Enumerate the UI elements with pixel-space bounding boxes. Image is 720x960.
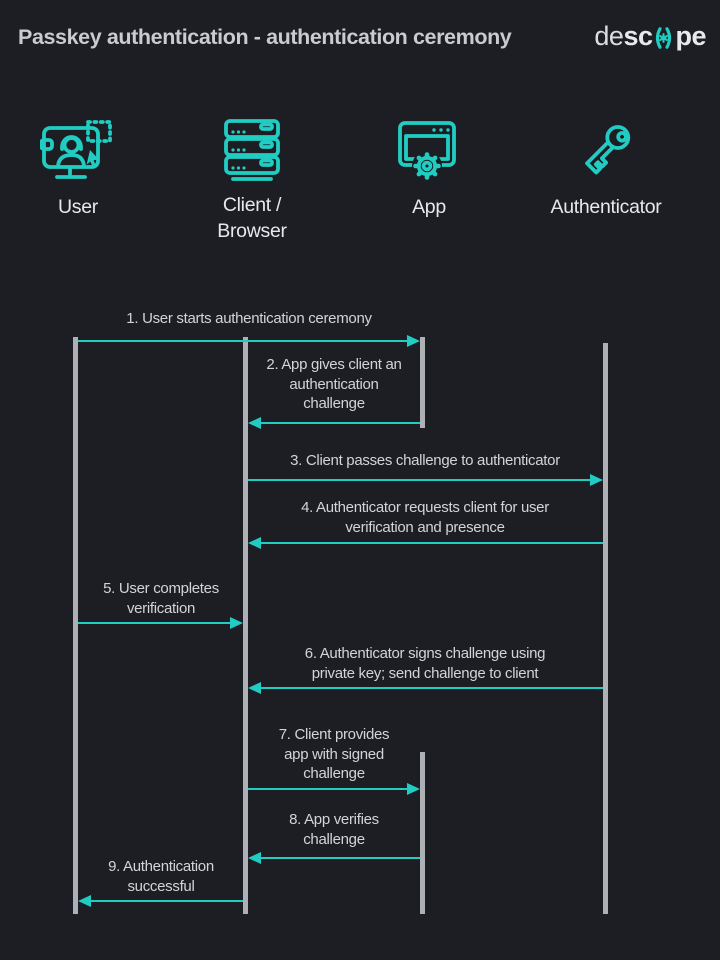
message-5-arrow [78,617,243,629]
lifeline-app-segment-1 [420,337,425,428]
monitor-user-icon [40,120,112,179]
message-8-arrow [248,852,420,864]
page-title: Passkey authentication - authentication … [18,25,512,49]
logo-text-sc: sc [623,21,653,51]
arrowhead-icon [248,537,261,549]
logo-text-pe: pe [675,21,706,51]
message-6-label: 6. Authenticator signs challenge using p… [304,645,546,682]
message-7-arrow [248,783,420,795]
message-8-label: 8. App verifies challenge [289,811,379,848]
lifeline-authenticator [603,343,608,914]
key-icon [585,125,631,175]
server-stack-icon [224,119,280,181]
actor-authenticator: Authenticator [539,116,673,220]
lifeline-app-segment-2 [420,752,425,914]
message-9-label: 9. Authentication successful [108,858,214,895]
message-9-arrow [78,895,243,907]
message-3-arrow [248,474,603,486]
arrowhead-icon [230,617,243,629]
actor-label-app: App [412,196,446,218]
arrowhead-icon [248,417,261,429]
lifeline-user [73,337,78,914]
message-2-arrow [248,417,420,429]
actor-label-client: Client / Browser [217,194,287,242]
logo-text-de: de [594,21,624,51]
arrowhead-icon [407,783,420,795]
actor-user: User [24,120,132,220]
message-1-label: 1. User starts authentication ceremony [126,310,372,327]
descope-o-spark-icon [656,26,672,49]
app-window-gear-icon [398,121,456,181]
arrowhead-icon [248,852,261,864]
message-1-arrow [78,335,420,347]
message-4-label: 4. Authenticator requests client for use… [301,499,549,536]
message-2-label: 2. App gives client an authentication ch… [266,356,402,412]
lifeline-client [243,337,248,914]
actor-client: Client / Browser [192,118,312,244]
arrowhead-icon [407,335,420,347]
actor-app: App [377,118,481,220]
arrowhead-icon [248,682,261,694]
message-4-arrow [248,537,603,549]
message-3-label: 3. Client passes challenge to authentica… [290,452,560,469]
actor-label-user: User [58,196,98,218]
message-7-label: 7. Client provides app with signed chall… [278,726,390,782]
message-6-arrow [248,682,603,694]
message-5-label: 5. User completes verification [103,580,219,617]
arrowhead-icon [590,474,603,486]
arrowhead-icon [78,895,91,907]
actor-label-authenticator: Authenticator [550,196,662,218]
